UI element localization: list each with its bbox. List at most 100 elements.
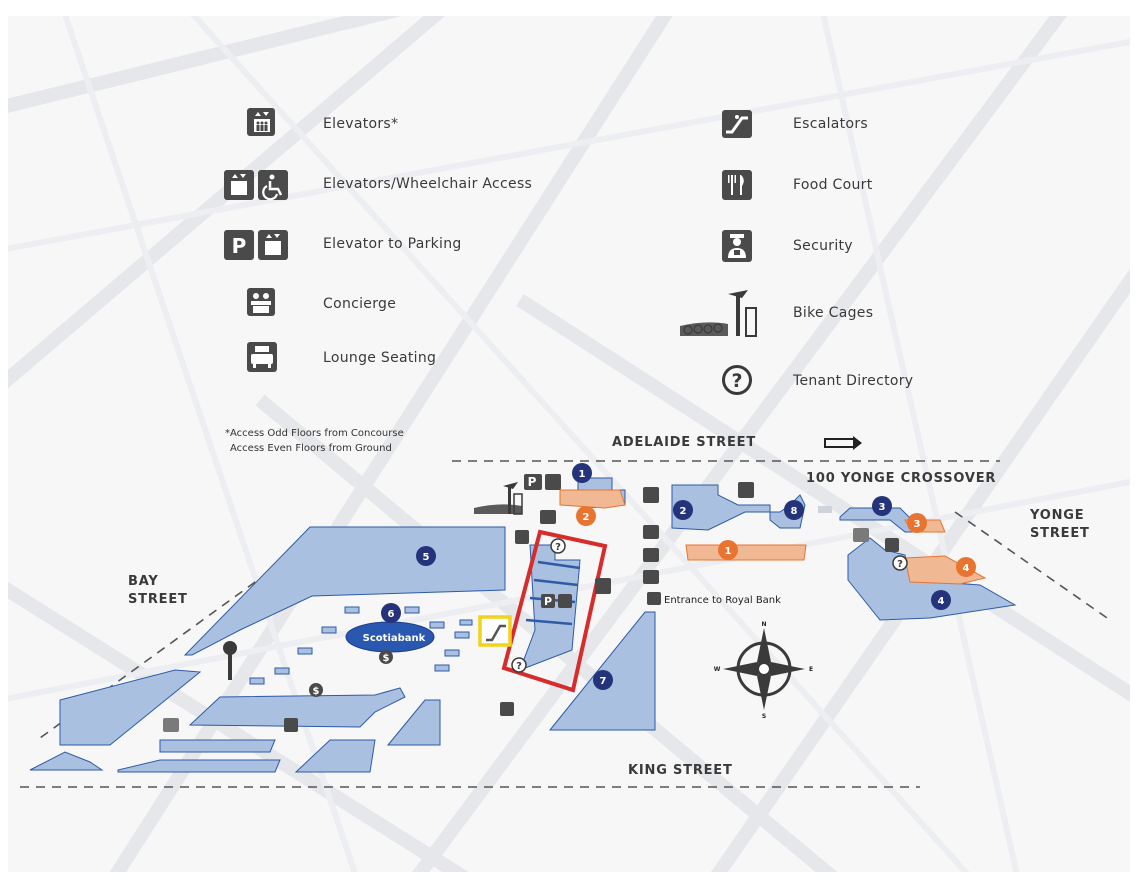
legend-lounge xyxy=(245,340,279,374)
access-note: *Access Odd Floors from Concourse Access… xyxy=(225,426,404,456)
legend-bike-cages-label: Bike Cages xyxy=(793,305,874,321)
badge-blue-5[interactable] xyxy=(416,546,436,566)
compass-s: S xyxy=(762,713,766,720)
badge-blue-6-text: 6 xyxy=(388,609,395,620)
legend-elevators-wheelchair-label: Elevators/Wheelchair Access xyxy=(323,176,533,192)
island-10 xyxy=(434,664,450,672)
map-question-icon-1[interactable] xyxy=(550,538,566,554)
elevator-icon xyxy=(247,108,275,136)
badge-orange-1[interactable] xyxy=(718,540,738,560)
map-bike-cage-icon[interactable] xyxy=(474,482,523,515)
building-west-2[interactable] xyxy=(29,751,104,771)
map-lounge-icon-6[interactable] xyxy=(500,702,514,716)
map-security-icon[interactable] xyxy=(885,538,899,552)
map-elevator-icon[interactable] xyxy=(738,482,754,498)
badge-orange-2[interactable] xyxy=(576,506,596,526)
legend-elevator-parking: P xyxy=(222,228,302,262)
badge-orange-3[interactable] xyxy=(907,513,927,533)
badge-blue-4[interactable] xyxy=(931,590,951,610)
building-2[interactable] xyxy=(671,484,806,531)
badge-blue-1-text: 1 xyxy=(579,469,586,480)
building-south-2[interactable] xyxy=(386,699,441,746)
map-escalator-icon-3[interactable] xyxy=(163,718,179,732)
island-8 xyxy=(454,631,470,639)
building-west-1[interactable] xyxy=(59,669,202,746)
legend-tenant-directory: ? xyxy=(721,362,755,398)
escalator-icon xyxy=(722,110,752,138)
island-4 xyxy=(274,667,290,675)
lounge-seating-icon xyxy=(247,342,277,372)
map-escalator-icon-2[interactable] xyxy=(853,528,869,542)
island-2 xyxy=(321,626,337,634)
badge-blue-6[interactable] xyxy=(381,603,401,623)
map-question-icon-2[interactable] xyxy=(511,657,527,673)
map-lounge-icon-2[interactable] xyxy=(515,530,529,544)
street-100-yonge-crossover: 100 YONGE CROSSOVER xyxy=(806,471,997,486)
highlight-yellow-escalator[interactable] xyxy=(478,615,512,647)
arrow-right-icon xyxy=(824,436,862,450)
street-bay-line1: BAY xyxy=(128,574,159,589)
dollar-icon-2-text: $ xyxy=(313,686,320,697)
island-3 xyxy=(297,647,313,655)
street-bay-line2: STREET xyxy=(128,592,188,607)
legend-food-court-label: Food Court xyxy=(793,177,873,193)
parking-elevator-icon: P xyxy=(224,230,288,260)
question-glyph: ? xyxy=(731,370,742,392)
map-lounge-icon-3[interactable] xyxy=(643,525,659,539)
legend-elevators-label: Elevators* xyxy=(323,116,399,132)
legend-lounge-label: Lounge Seating xyxy=(323,350,437,366)
access-note-line2: Access Even Floors from Ground xyxy=(230,443,392,454)
building-west-4[interactable] xyxy=(159,739,276,753)
badge-blue-7[interactable] xyxy=(593,670,613,690)
map-escalator-icon[interactable] xyxy=(595,578,611,594)
legend-elevators-wheelchair xyxy=(222,168,302,202)
map-lounge-icon-4[interactable] xyxy=(643,548,659,562)
badge-orange-1-text: 1 xyxy=(725,546,732,557)
map-parking-p-1: P xyxy=(528,475,537,489)
badge-blue-2[interactable] xyxy=(673,500,693,520)
map-question-icon-3-text: ? xyxy=(897,559,903,570)
map-parking-p-2: P xyxy=(544,595,552,608)
badge-orange-4[interactable] xyxy=(956,557,976,577)
building-west-3[interactable] xyxy=(117,759,281,773)
orange-badges: 1 2 3 4 xyxy=(576,506,976,577)
map-lounge-icon-1[interactable] xyxy=(643,487,659,503)
dollar-icon-2[interactable] xyxy=(309,683,323,697)
map-royal-bank-icon[interactable] xyxy=(647,592,661,605)
map-concierge-icon[interactable] xyxy=(540,510,556,524)
map-elevator-icon-2[interactable] xyxy=(284,718,298,732)
orange-zone-2[interactable] xyxy=(559,489,626,509)
badge-blue-3[interactable] xyxy=(872,496,892,516)
building-south[interactable] xyxy=(294,739,376,773)
badge-blue-8[interactable] xyxy=(784,500,804,520)
highlight-red-area xyxy=(501,529,608,693)
building-4[interactable] xyxy=(847,537,1017,621)
map-parking-icon[interactable] xyxy=(524,474,542,490)
royal-bank-label: Entrance to Royal Bank xyxy=(664,595,781,606)
map-small-icons xyxy=(163,474,899,732)
compass-e: E xyxy=(809,666,813,673)
map-bike-cage-west-icon[interactable] xyxy=(223,641,237,680)
access-note-line1: *Access Odd Floors from Concourse xyxy=(225,428,404,439)
orange-zone-1[interactable] xyxy=(685,544,807,561)
question-mark-icon: ? xyxy=(722,365,752,395)
legend-food-court xyxy=(720,168,754,202)
badge-blue-1[interactable] xyxy=(572,463,592,483)
legend-escalators xyxy=(720,108,754,140)
legend-escalators-label: Escalators xyxy=(793,116,868,132)
island-1 xyxy=(344,606,360,614)
map-parking-elevator-icon-2[interactable] xyxy=(558,594,572,608)
legend-concierge-label: Concierge xyxy=(323,296,397,312)
compass-n: N xyxy=(761,621,766,628)
badge-blue-3-text: 3 xyxy=(879,502,886,513)
elevator-wheelchair-icon xyxy=(224,170,288,201)
legend-security xyxy=(720,228,754,264)
map-lounge-icon-5[interactable] xyxy=(643,570,659,584)
orange-zone-4[interactable] xyxy=(904,555,987,585)
building-central-low[interactable] xyxy=(188,687,406,728)
map-parking-icon-2[interactable] xyxy=(541,594,555,608)
badge-blue-5-text: 5 xyxy=(423,552,430,563)
map-parking-elevator-icon[interactable] xyxy=(545,474,561,490)
dollar-icon-1[interactable] xyxy=(379,650,393,664)
map-question-icon-3[interactable] xyxy=(892,555,908,571)
